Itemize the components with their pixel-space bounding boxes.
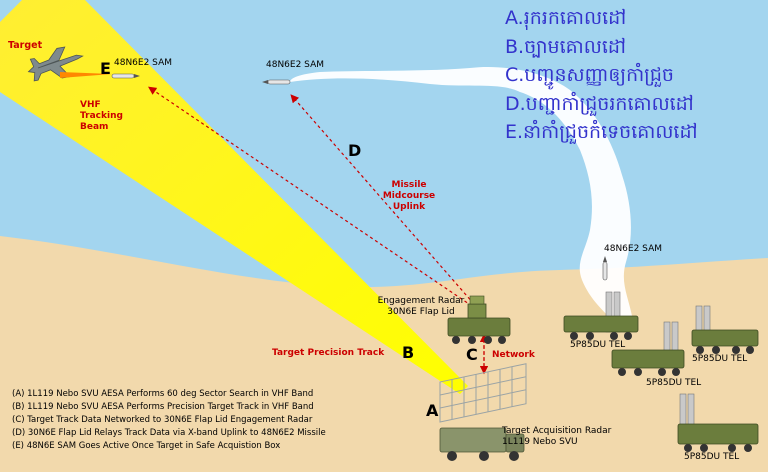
step-d-label: D: [348, 141, 362, 160]
legend-item-b: (B) 1L119 Nebo SVU AESA Performs Precisi…: [12, 402, 314, 412]
engagement-radar-label: Engagement Radar 30N6E Flap Lid: [377, 296, 465, 317]
legend-item-d: (D) 30N6E Flap Lid Relays Track Data via…: [12, 428, 326, 438]
tel-vehicle-2-icon: [611, 321, 685, 376]
target-label: Target: [8, 40, 43, 51]
acquisition-radar-vehicle-icon: [439, 363, 527, 461]
sam-1-label: 48N6E2 SAM: [114, 58, 172, 68]
sam-2-label: 48N6E2 SAM: [266, 60, 324, 70]
khmer-step-d: D.បញ្ជាកាំជ្រួចរកគោលដៅ: [505, 92, 694, 115]
engagement-radar-vehicle-icon: [447, 295, 511, 344]
tel-vehicle-3-icon: [691, 305, 759, 354]
legend-item-e: (E) 48N6E SAM Goes Active Once Target in…: [12, 441, 281, 451]
legend-item-a: (A) 1L119 Nebo SVU AESA Performs 60 deg …: [12, 389, 314, 399]
vhf-tracking-beam: [0, 0, 468, 394]
target-precision-track-label: Target Precision Track: [272, 348, 385, 358]
sam-3-label: 48N6E2 SAM: [604, 244, 662, 254]
acquisition-radar-label: Target Acquisition Radar 1L119 Nebo SVU: [502, 426, 612, 447]
khmer-step-a: A.រុករកគោលដៅ: [505, 7, 627, 29]
uplink-line-d: [290, 94, 475, 305]
sam-missile-launch-icon: [602, 256, 608, 281]
step-c-label: C: [466, 345, 478, 364]
tel-vehicle-4-icon: [677, 393, 759, 452]
step-b-label: B: [402, 343, 415, 362]
network-label: Network: [492, 350, 535, 360]
sam-missile-e-icon: [111, 73, 140, 79]
jet-exhaust: [60, 72, 112, 78]
khmer-step-list: A.រុករកគោលដៅ B.ច្បាមគោលដៅ C.បញ្ជូនសញ្ញាឲ…: [505, 4, 767, 147]
tel-vehicle-1-icon: [563, 291, 639, 340]
legend-item-c: (C) Target Track Data Networked to 30N6E…: [12, 415, 313, 425]
sam-missile-d-icon: [262, 79, 291, 85]
tel-4-label: 5P85DU TEL: [684, 452, 740, 462]
desert-ground: [0, 236, 768, 472]
khmer-step-c: C.បញ្ជូនសញ្ញាឲ្យកាំជ្រួច: [505, 64, 674, 86]
tel-3-label: 5P85DU TEL: [646, 378, 702, 388]
vhf-beam-label: VHF Tracking Beam: [80, 100, 123, 132]
tel-1-label: 5P85DU TEL: [570, 340, 626, 350]
khmer-step-e: E.នាំកាំជ្រួចកំទេចគោលដៅ: [505, 121, 698, 143]
step-e-label: E: [100, 59, 111, 78]
uplink-line-e: [148, 86, 473, 307]
step-a-label: A: [426, 401, 439, 420]
tel-2-label: 5P85DU TEL: [692, 354, 748, 364]
khmer-step-b: B.ច្បាមគោលដៅ: [505, 35, 626, 58]
legend: (A) 1L119 Nebo SVU AESA Performs 60 deg …: [12, 388, 326, 453]
target-jet-icon: [27, 46, 84, 82]
missile-smoke-trail: [290, 66, 632, 320]
midcourse-uplink-label: Missile Midcourse Uplink: [382, 180, 436, 212]
